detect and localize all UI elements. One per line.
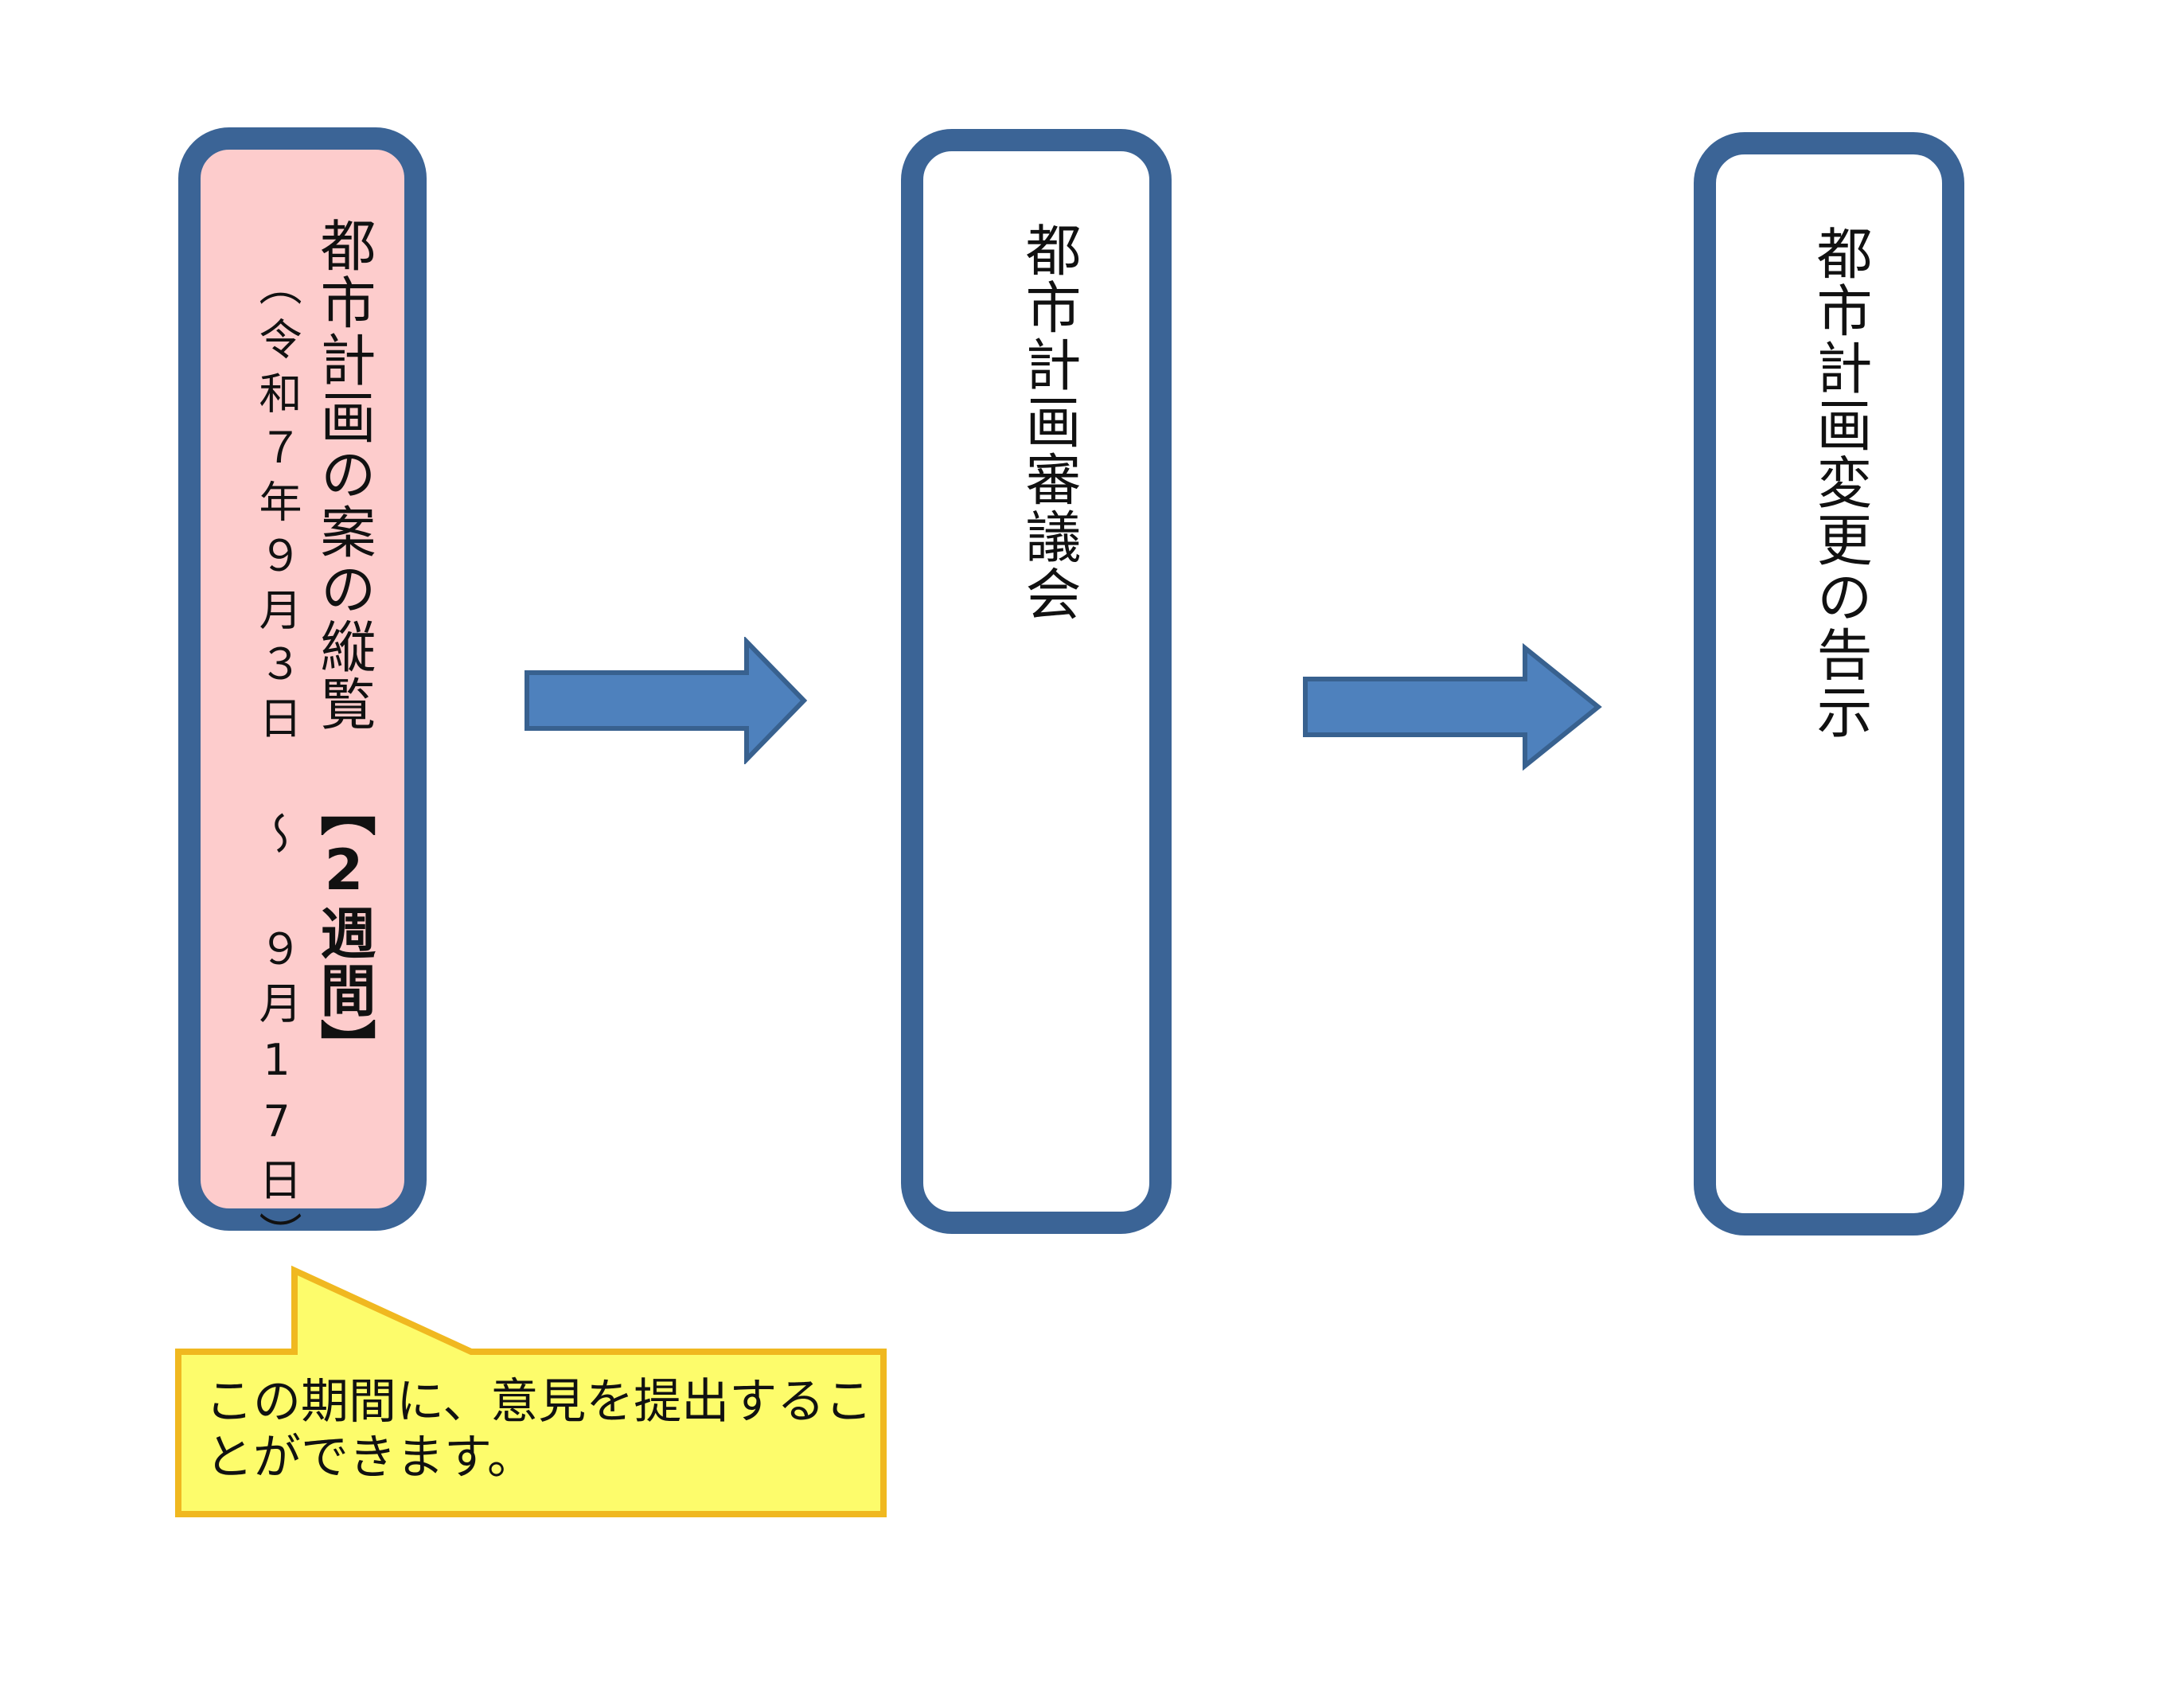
callout-text: この期間に、意見を提出するこ とができます。 [205,1374,872,1485]
step-period-dates: （令和７年９月３日 ～ ９月17日） [252,263,302,1266]
arrow-right-2 [1303,643,1602,771]
step-box-public-inspection [178,127,427,1231]
step-box-planning-council [901,129,1172,1234]
duration-badge: 【2週間】 [311,780,376,1076]
callout-line-2: とができます。 [205,1430,535,1485]
step-title-text: 都市計画の案の縦覧 [311,217,376,732]
step-title-planning-council: 都市計画審議会 [1016,221,1082,623]
callout-line-1: この期間に、意見を提出するこ [205,1374,873,1430]
step-title-change-notice: 都市計画変更の告示 [1808,224,1873,740]
step-title-public-inspection: 都市計画の案の縦覧【2週間】 [304,217,384,1076]
step-box-change-notice [1694,132,1964,1236]
arrow-right-1 [525,637,808,764]
